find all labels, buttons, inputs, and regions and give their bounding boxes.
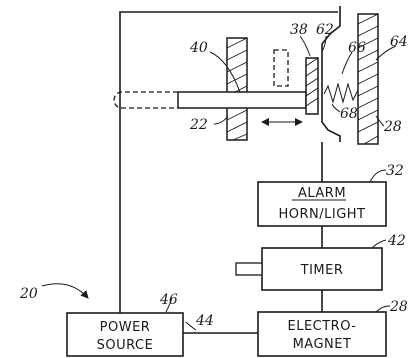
ref-62: 62 <box>316 22 334 38</box>
leader-64 <box>375 45 397 61</box>
leader-42 <box>371 239 387 249</box>
ref-64: 64 <box>390 34 408 50</box>
leader-46 <box>165 297 173 313</box>
ref-42: 42 <box>387 233 406 249</box>
timer-label: TIMER <box>300 263 344 278</box>
power-label-line1: POWER <box>100 320 151 335</box>
ref-44: 44 <box>195 313 214 329</box>
leader-66 <box>341 51 353 75</box>
ref-32: 32 <box>386 163 404 179</box>
plunger-retracted-outline <box>113 91 178 109</box>
electromagnet-label-line1: ELECTRO- <box>287 319 356 334</box>
leader-lines <box>41 35 397 331</box>
leader-20 <box>41 283 89 299</box>
alarm-label-line1: ALARM <box>298 186 346 201</box>
left-wall <box>226 37 248 141</box>
plunger <box>113 49 307 109</box>
ref-20: 20 <box>19 286 38 302</box>
power-label-line2: SOURCE <box>97 338 154 353</box>
right-wall <box>357 13 379 145</box>
wiring <box>119 11 338 334</box>
electromagnet-block: ELECTRO- MAGNET <box>257 311 387 357</box>
left-top-wire <box>119 11 338 313</box>
switch-assembly <box>305 6 359 142</box>
reference-numerals: 20 22 28 28 32 38 40 42 44 46 62 64 66 6… <box>19 22 408 329</box>
ref-38: 38 <box>290 22 308 38</box>
switch-contact-62 <box>305 57 319 115</box>
electromagnet-label-line2: MAGNET <box>293 337 352 352</box>
leader-40 <box>209 51 241 93</box>
leader-28-bottom <box>375 305 391 313</box>
ref-28-top: 28 <box>383 119 402 135</box>
leader-38 <box>299 35 311 57</box>
leader-62 <box>321 35 327 53</box>
leader-22 <box>213 115 229 125</box>
leader-44 <box>185 321 197 331</box>
ref-68: 68 <box>340 106 358 122</box>
power-source-block: POWER SOURCE <box>66 312 184 357</box>
ref-66: 66 <box>348 40 366 56</box>
alarm-block: ALARM HORN/LIGHT <box>257 181 387 227</box>
spring-66 <box>323 82 359 104</box>
leader-28-top <box>375 115 385 127</box>
leader-32 <box>369 169 387 183</box>
ref-46: 46 <box>159 292 178 308</box>
plunger-rod <box>177 91 307 109</box>
leader-68 <box>331 103 341 113</box>
ref-40: 40 <box>189 40 208 56</box>
ref-22: 22 <box>189 117 208 133</box>
timer-block: TIMER <box>235 247 383 291</box>
contact-arm <box>321 6 341 142</box>
alarm-label-line2: HORN/LIGHT <box>278 207 365 222</box>
timer-knob <box>235 262 263 276</box>
plunger-retracted-head <box>273 49 289 87</box>
ref-28-bottom: 28 <box>389 299 408 315</box>
